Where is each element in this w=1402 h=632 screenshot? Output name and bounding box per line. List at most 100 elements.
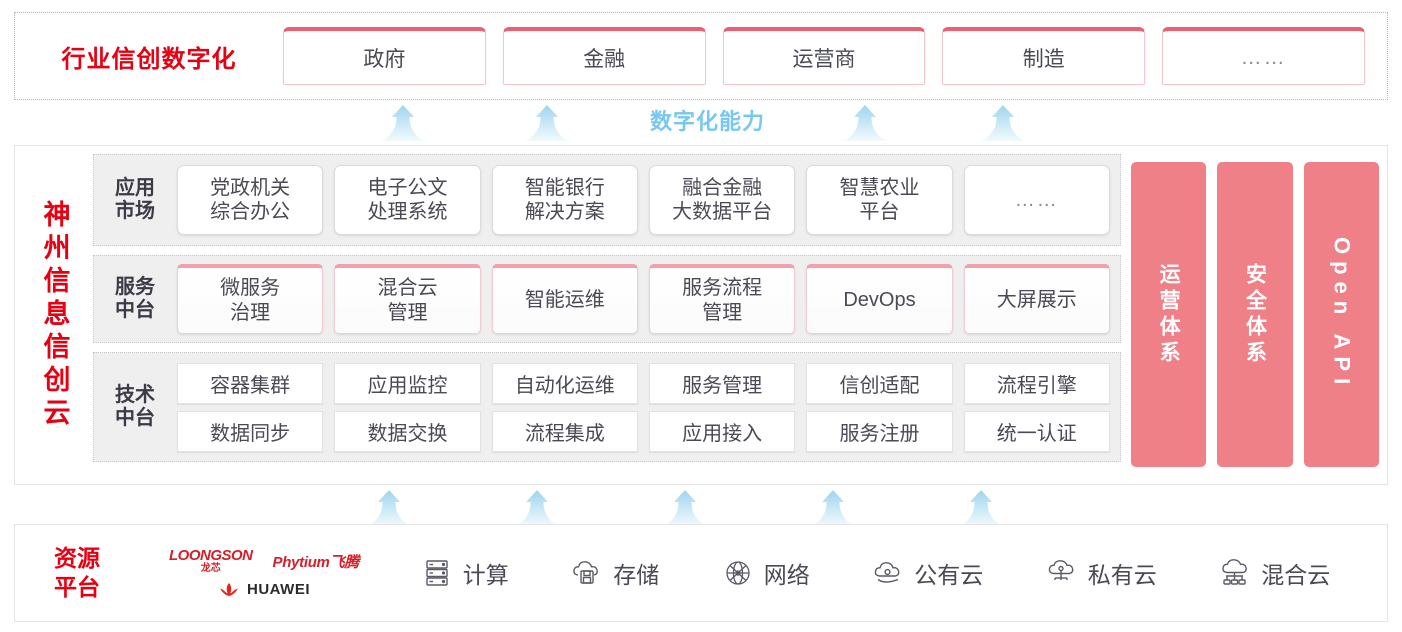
tier-label-line2: 市场 <box>115 200 155 222</box>
tier-label-line1: 应用 <box>115 177 155 199</box>
cloud-platform-band: 神州信息信创云 应用 市场 党政机关综合办公 电子公文处理系统 智能银行解决方案… <box>14 145 1388 485</box>
pillar-label: 安全体系 <box>1243 262 1267 367</box>
loongson-logo-en: LOONGSON <box>169 547 253 564</box>
up-arrow-icon <box>958 489 1004 527</box>
app-card-edoc-system[interactable]: 电子公文处理系统 <box>334 165 481 235</box>
tech-card-container-cluster[interactable]: 容器集群 <box>177 362 324 404</box>
tech-card-xinchuang-adaptation[interactable]: 信创适配 <box>806 362 953 404</box>
tech-card-app-access[interactable]: 应用接入 <box>648 410 796 452</box>
service-card-label: 智能运维 <box>524 289 605 312</box>
app-card-label: 电子公文处理系统 <box>367 176 448 223</box>
vendor-logo-row-2: HUAWEI <box>218 581 310 598</box>
service-card-label: 混合云管理 <box>377 277 438 324</box>
pillar-operations-system[interactable]: 运营体系 <box>1131 162 1207 467</box>
public-cloud-icon <box>871 556 905 590</box>
tier-label-line2: 中台 <box>115 407 155 429</box>
resource-item-compute[interactable]: 计算 <box>420 556 509 590</box>
resource-platform-band: 资源 平台 LOONGSON 龙芯 Phytium飞腾 HUAWEI <box>14 524 1388 622</box>
service-card-dashboard[interactable]: 大屏展示 <box>963 264 1110 334</box>
service-card-hybrid-cloud-mgmt[interactable]: 混合云管理 <box>334 264 481 334</box>
up-arrow-icon <box>514 489 560 527</box>
resource-item-label: 计算 <box>462 562 509 588</box>
cloud-platform-title-text: 神州信息信创云 <box>39 199 70 431</box>
industry-band-title: 行业信创数字化 <box>61 45 237 73</box>
technology-card-grid: 容器集群 应用监控 自动化运维 服务管理 信创适配 流程引擎 数据同步 数据交换… <box>177 362 1110 452</box>
app-card-label: 智能银行解决方案 <box>524 176 605 223</box>
resource-title-line2: 平台 <box>54 574 100 600</box>
up-arrow-icon <box>842 104 888 142</box>
app-card-more[interactable]: …… <box>963 165 1110 235</box>
resource-item-label: 存储 <box>613 562 660 588</box>
app-card-finance-bigdata[interactable]: 融合金融大数据平台 <box>648 165 796 235</box>
app-card-label: 党政机关综合办公 <box>210 176 291 223</box>
service-card-label: DevOps <box>843 289 916 312</box>
tier-label-line1: 服务 <box>115 276 155 298</box>
tech-card-service-registry[interactable]: 服务注册 <box>806 410 953 452</box>
huawei-petal-icon <box>218 582 240 598</box>
tech-card-process-integration[interactable]: 流程集成 <box>491 410 638 452</box>
tier-technology-platform: 技术 中台 容器集群 应用监控 自动化运维 服务管理 信创适配 流程引擎 <box>93 352 1121 462</box>
industry-card-more[interactable]: …… <box>1162 27 1365 85</box>
up-arrow-icon <box>662 489 708 527</box>
resource-item-hybrid-cloud[interactable]: 混合云 <box>1218 556 1330 590</box>
up-arrow-icon <box>524 104 570 142</box>
pillar-label: 运营体系 <box>1157 262 1181 367</box>
resource-item-storage[interactable]: 存储 <box>570 556 659 590</box>
tech-card-data-exchange[interactable]: 数据交换 <box>334 410 481 452</box>
pillar-open-api[interactable]: Open API <box>1303 162 1379 467</box>
pillar-security-system[interactable]: 安全体系 <box>1217 162 1293 467</box>
cloud-platform-title: 神州信息信创云 <box>15 146 93 484</box>
huawei-logo-text: HUAWEI <box>247 581 310 598</box>
resource-item-private-cloud[interactable]: 私有云 <box>1045 556 1157 590</box>
tech-card-data-sync[interactable]: 数据同步 <box>177 410 324 452</box>
capability-label: 数字化能力 <box>650 109 766 134</box>
app-card-government-office[interactable]: 党政机关综合办公 <box>177 165 324 235</box>
resource-item-label: 网络 <box>763 562 810 588</box>
service-card-label: 服务流程管理 <box>682 277 763 324</box>
vendor-logo-group: LOONGSON 龙芯 Phytium飞腾 HUAWEI <box>139 548 389 598</box>
tech-card-unified-auth[interactable]: 统一认证 <box>963 410 1110 452</box>
tier-label-technology-platform: 技术 中台 <box>104 384 166 430</box>
app-card-label: 智慧农业平台 <box>839 176 920 223</box>
app-card-label: …… <box>1014 188 1059 211</box>
service-card-devops[interactable]: DevOps <box>806 264 953 334</box>
service-card-process-mgmt[interactable]: 服务流程管理 <box>648 264 796 334</box>
industry-card-finance[interactable]: 金融 <box>502 27 706 85</box>
service-card-microservice-governance[interactable]: 微服务治理 <box>177 264 324 334</box>
private-cloud-icon <box>1045 556 1079 590</box>
service-card-label: 大屏展示 <box>996 289 1077 312</box>
resource-item-public-cloud[interactable]: 公有云 <box>871 556 983 590</box>
app-card-smart-bank[interactable]: 智能银行解决方案 <box>491 165 638 235</box>
application-card-list: 党政机关综合办公 电子公文处理系统 智能银行解决方案 融合金融大数据平台 智慧农… <box>177 155 1110 245</box>
technology-card-row-1: 容器集群 应用监控 自动化运维 服务管理 信创适配 流程引擎 <box>177 362 1110 404</box>
app-card-smart-agriculture[interactable]: 智慧农业平台 <box>806 165 953 235</box>
tech-card-app-monitoring[interactable]: 应用监控 <box>334 362 481 404</box>
huawei-logo: HUAWEI <box>218 581 310 598</box>
service-card-smart-ops[interactable]: 智能运维 <box>491 264 638 334</box>
industry-card-operator[interactable]: 运营商 <box>722 27 926 85</box>
resource-title-line1: 资源 <box>54 545 100 572</box>
resource-item-list: 计算 存储 <box>389 556 1387 590</box>
industry-card-manufacturing[interactable]: 制造 <box>942 27 1146 85</box>
industry-band: 行业信创数字化 政府 金融 运营商 制造 …… <box>14 12 1388 100</box>
tech-card-service-mgmt[interactable]: 服务管理 <box>648 362 796 404</box>
tech-card-automated-ops[interactable]: 自动化运维 <box>491 362 638 404</box>
industry-card-list: 政府 金融 运营商 制造 …… <box>283 27 1387 85</box>
tier-label-application-market: 应用 市场 <box>104 177 166 223</box>
pillar-column-group: 运营体系 安全体系 Open API <box>1131 154 1379 476</box>
server-icon <box>420 556 454 590</box>
industry-card-government[interactable]: 政府 <box>283 27 486 85</box>
service-card-label: 微服务治理 <box>220 277 281 324</box>
up-arrow-icon <box>366 489 412 527</box>
hybrid-cloud-icon <box>1218 556 1252 590</box>
loongson-logo: LOONGSON 龙芯 <box>169 548 253 574</box>
tier-application-market: 应用 市场 党政机关综合办公 电子公文处理系统 智能银行解决方案 融合金融大数据… <box>93 154 1121 246</box>
tech-card-process-engine[interactable]: 流程引擎 <box>963 362 1110 404</box>
tier-service-platform: 服务 中台 微服务治理 混合云管理 智能运维 服务流程管理 DevOps 大屏展… <box>93 255 1121 343</box>
resource-item-network[interactable]: 网络 <box>721 556 810 590</box>
resource-platform-title: 资源 平台 <box>15 544 139 602</box>
resource-item-label: 私有云 <box>1087 562 1157 588</box>
technology-card-row-2: 数据同步 数据交换 流程集成 应用接入 服务注册 统一认证 <box>177 410 1110 452</box>
vendor-logo-row-1: LOONGSON 龙芯 Phytium飞腾 <box>169 548 359 574</box>
